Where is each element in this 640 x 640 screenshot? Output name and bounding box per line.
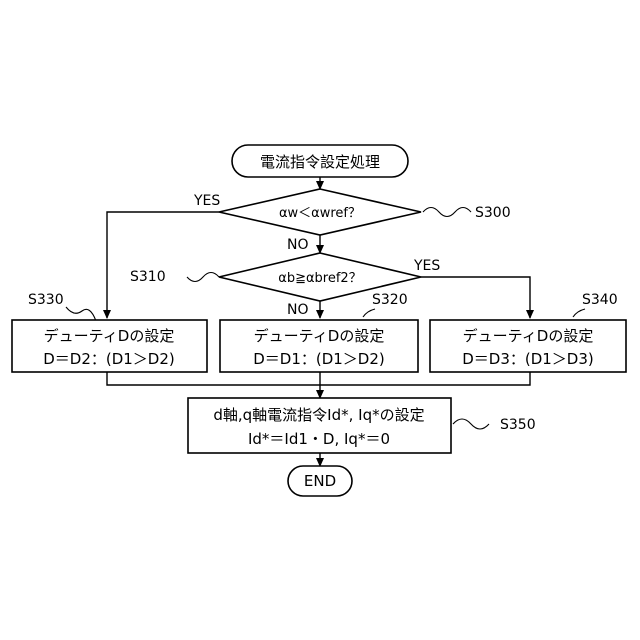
- flow-s310-yes-to-s340: [421, 277, 530, 318]
- decision-s300-condition: αw＜αwref？: [279, 206, 361, 221]
- step-s320-label: S320: [372, 292, 408, 308]
- s320-line2: D＝D1：(D1＞D2): [253, 350, 385, 368]
- process-s350: d軸,q軸電流指令Id*, Iq*の設定 Id*＝Id1・D, Iq*＝0: [188, 398, 451, 453]
- process-s320: デューティDの設定 D＝D1：(D1＞D2): [220, 320, 418, 372]
- merge-from-s330: [107, 372, 320, 385]
- step-s340-label: S340: [582, 292, 618, 308]
- start-label: 電流指令設定処理: [260, 153, 380, 171]
- leader-s330: [66, 307, 96, 321]
- start-terminal: 電流指令設定処理: [232, 145, 408, 177]
- s350-line1: d軸,q軸電流指令Id*, Iq*の設定: [213, 406, 424, 424]
- leader-s300: [423, 208, 471, 217]
- s310-no-label: NO: [287, 302, 309, 318]
- leader-s320: [363, 309, 375, 317]
- end-label: END: [304, 472, 336, 490]
- step-s300-label: S300: [475, 205, 511, 221]
- s330-line1: デューティDの設定: [44, 327, 175, 345]
- step-s310-label: S310: [130, 269, 166, 285]
- flow-s300-yes-to-s330: [107, 212, 219, 318]
- merge-from-s340: [320, 372, 530, 385]
- s300-no-label: NO: [287, 237, 309, 253]
- s300-yes-label: YES: [193, 193, 220, 209]
- process-s340: デューティDの設定 D＝D3：(D1＞D3): [430, 320, 626, 372]
- end-terminal: END: [288, 466, 352, 496]
- decision-s300: αw＜αwref？: [219, 189, 421, 235]
- leader-s340: [573, 309, 585, 317]
- s330-line2: D＝D2：(D1＞D2): [43, 350, 175, 368]
- decision-s310-condition: αb≧αbref2？: [278, 271, 361, 286]
- leader-s350: [453, 419, 489, 429]
- s310-yes-label: YES: [413, 258, 440, 274]
- s320-line1: デューティDの設定: [254, 327, 385, 345]
- s340-line1: デューティDの設定: [463, 327, 594, 345]
- step-s330-label: S330: [28, 292, 64, 308]
- leader-s310: [187, 273, 219, 282]
- s350-line2: Id*＝Id1・D, Iq*＝0: [248, 430, 390, 448]
- process-s330: デューティDの設定 D＝D2：(D1＞D2): [12, 320, 207, 372]
- s340-line2: D＝D3：(D1＞D3): [462, 350, 594, 368]
- step-s350-label: S350: [500, 417, 536, 433]
